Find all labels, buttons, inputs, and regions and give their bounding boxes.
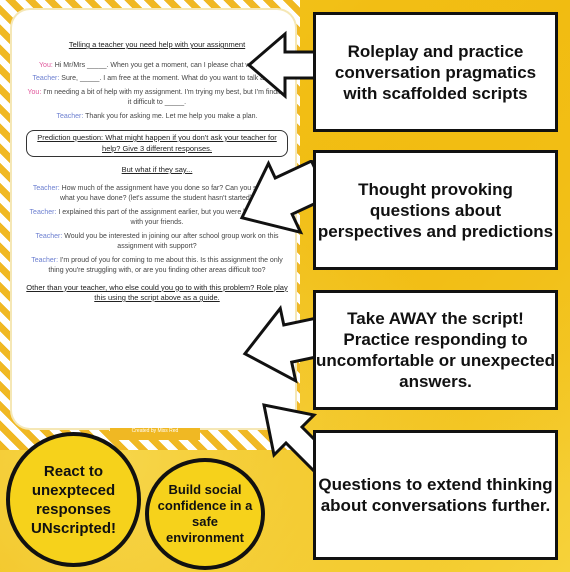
what-if-heading: But what if they say... (121, 165, 193, 174)
feature-box-unscripted: Take AWAY the script! Practice respondin… (313, 290, 558, 410)
badge-react: React to unexpteced responses UNscripted… (6, 432, 141, 567)
worksheet-footer: Created by Miss Red (110, 428, 200, 440)
prediction-question: Prediction question: What might happen i… (26, 130, 288, 157)
dialogue-line: Teacher: Sure, _____. I am free at the m… (32, 75, 282, 82)
response-line: Teacher: Would you be interested in join… (35, 232, 279, 251)
dialogue-line: You: Hi Mr/Mrs _____. When you get a mom… (39, 61, 275, 69)
worksheet-content: Telling a teacher you need help with you… (26, 40, 288, 304)
dialogue-line: You: I'm needing a bit of help with my a… (27, 88, 287, 107)
dialogue-line: Teacher: Thank you for asking me. Let me… (56, 112, 258, 120)
response-line: Teacher: How much of the assignment have… (32, 184, 282, 203)
worksheet-title: Telling a teacher you need help with you… (68, 40, 246, 49)
response-line: Teacher: I'm proud of you for coming to … (31, 256, 283, 275)
feature-box-extend: Questions to extend thinking about conve… (313, 430, 558, 560)
response-line: Teacher: I explained this part of the as… (29, 208, 285, 227)
closing-question: Other than your teacher, who else could … (26, 282, 288, 303)
feature-box-roleplay: Roleplay and practice conversation pragm… (313, 12, 558, 132)
feature-box-questions: Thought provoking questions about perspe… (313, 150, 558, 270)
badge-confidence: Build social confidence in a safe enviro… (145, 458, 265, 570)
